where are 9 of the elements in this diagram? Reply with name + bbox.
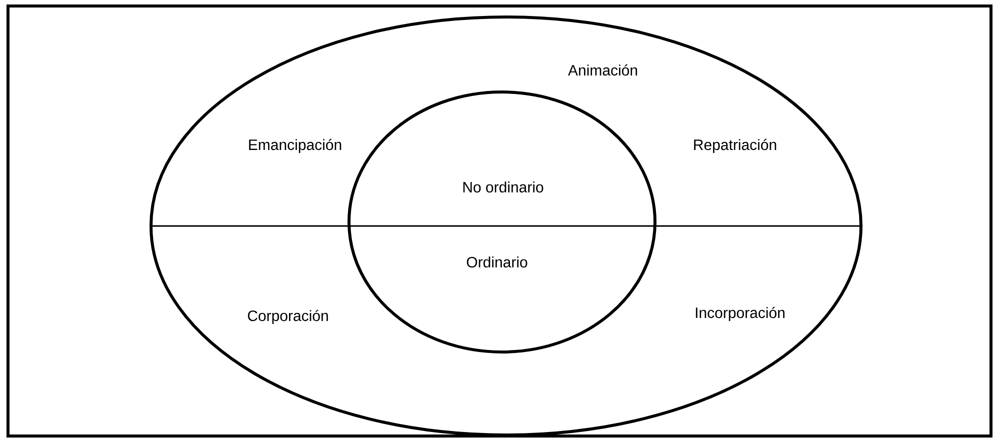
ellipse xyxy=(348,90,656,354)
region-label: Repatriación xyxy=(694,138,776,154)
region-label: Incorporación xyxy=(696,306,784,322)
region-label: No ordinario xyxy=(463,181,544,192)
ellipse xyxy=(150,15,862,436)
region-label: Animación xyxy=(568,64,638,76)
region-label: Emancipación xyxy=(249,138,342,154)
region-label: Ordinario xyxy=(466,256,528,268)
region-label: Corporación xyxy=(248,310,328,324)
